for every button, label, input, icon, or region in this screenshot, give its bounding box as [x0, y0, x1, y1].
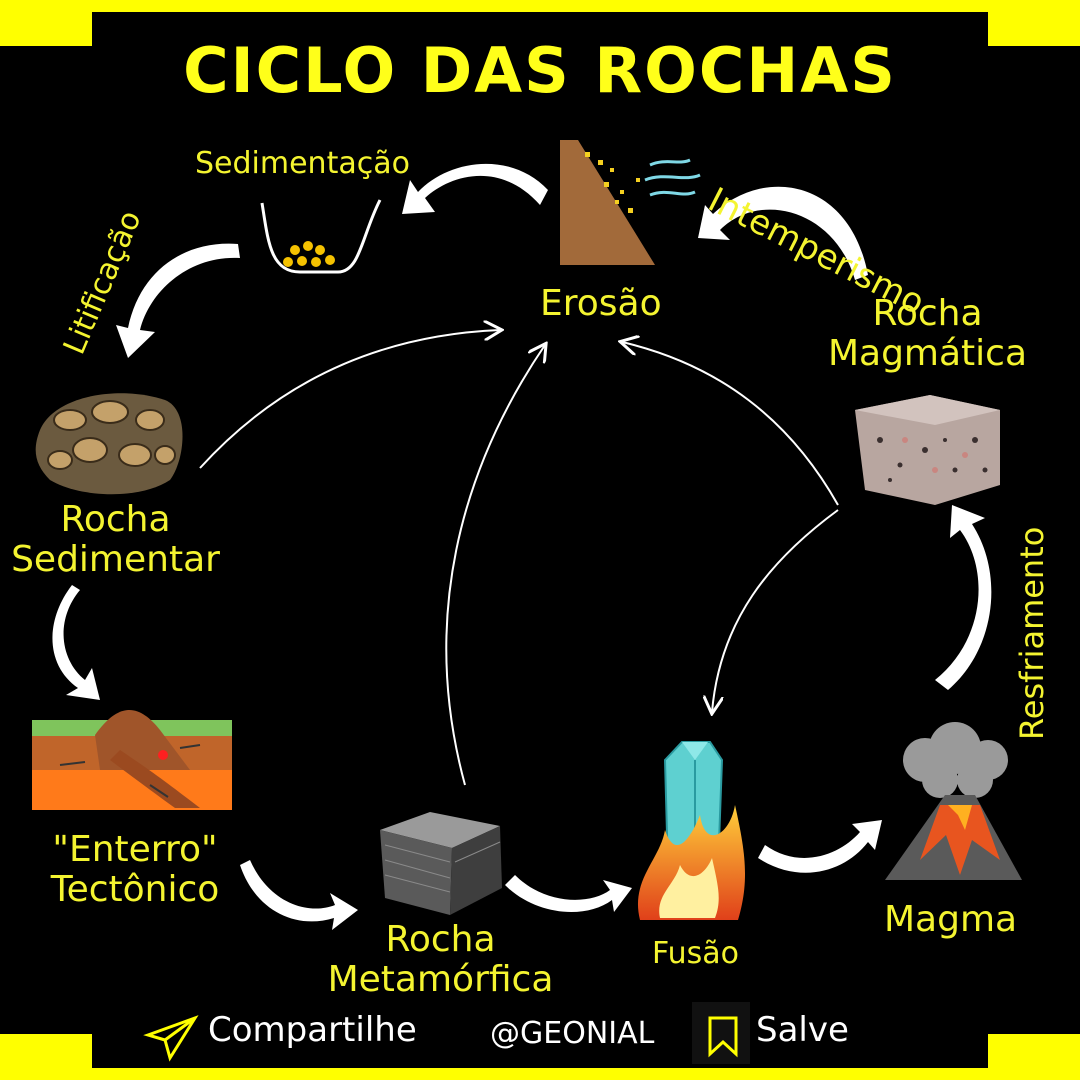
erosion-illustration	[553, 134, 701, 270]
label-resfriamento: Resfriamento	[1013, 526, 1051, 740]
label-rocha-sedimentar-line1: Rocha	[60, 499, 171, 540]
bookmark-icon	[692, 1002, 750, 1064]
volcano	[885, 722, 1022, 880]
label-rocha-metamorfica: Rocha Metamórfica	[318, 920, 563, 1000]
igneous-rock	[855, 395, 1000, 505]
sedimentation-basin	[260, 199, 382, 274]
label-enterro-tectonico: "Enterro" Tectônico	[30, 830, 240, 910]
label-magma: Magma	[884, 899, 1018, 940]
label-sedimentacao: Sedimentação	[195, 146, 410, 181]
handle-label: @GEONIAL	[490, 1016, 655, 1051]
label-rocha-magmatica-line2: Magmática	[827, 333, 1028, 374]
label-rocha-metamorfica-line1: Rocha	[385, 919, 496, 960]
metamorphic-rock	[380, 812, 502, 915]
thick-arrows	[52, 163, 992, 930]
label-rocha-magmatica-line1: Rocha	[872, 293, 983, 334]
arrow-magmatica-to-erosao	[622, 342, 839, 506]
arrow-magmatica-to-fusao	[712, 509, 839, 712]
label-fusao: Fusão	[652, 936, 739, 971]
paper-plane-icon	[143, 1015, 199, 1062]
label-rocha-magmatica: Rocha Magmática	[820, 294, 1035, 374]
label-enterro-line1: "Enterro"	[52, 829, 218, 870]
arrow-sedimentar-to-erosao	[199, 330, 500, 469]
share-label[interactable]: Compartilhe	[208, 1010, 417, 1050]
arrow-metamorfica-to-erosao	[445, 345, 545, 786]
label-rocha-sedimentar: Rocha Sedimentar	[8, 500, 223, 580]
page-title: CICLO DAS ROCHAS	[183, 34, 897, 107]
fusion-crystal	[637, 741, 746, 920]
sedimentary-rock	[35, 393, 183, 495]
tectonic-block	[32, 710, 232, 810]
label-erosao: Erosão	[540, 283, 662, 324]
save-label[interactable]: Salve	[756, 1010, 849, 1050]
label-enterro-line2: Tectônico	[50, 869, 220, 910]
label-rocha-sedimentar-line2: Sedimentar	[11, 539, 220, 580]
label-rocha-metamorfica-line2: Metamórfica	[327, 959, 554, 1000]
